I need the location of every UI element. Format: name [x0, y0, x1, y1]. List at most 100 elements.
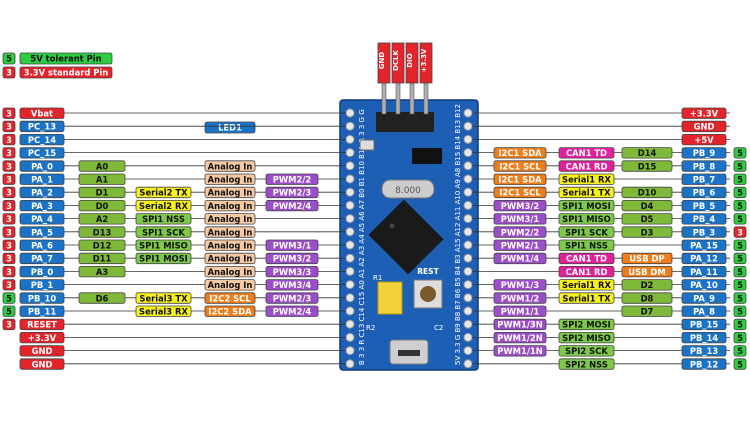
pin-name-label: PA_1	[31, 174, 53, 184]
pin-name: PB_12	[681, 358, 727, 370]
pin-name: +3.3V	[681, 107, 727, 119]
can-function-label: CAN1 RD	[566, 161, 608, 171]
pin-name-label: PB_3	[693, 227, 716, 237]
board-pad-right	[463, 148, 473, 158]
analog-function: Analog In	[204, 199, 256, 212]
tolerance-badge: 3	[2, 107, 16, 119]
tolerance-badge-label: 3	[6, 201, 12, 211]
legend-standard-badge-label: 3	[6, 68, 12, 78]
tolerance-badge-label: 5	[737, 280, 743, 290]
board-pad-right	[463, 121, 473, 131]
serial-function-bg	[135, 305, 192, 317]
legend-standard-badge-bg	[2, 66, 16, 79]
header-pin-gnd: GND	[377, 42, 391, 115]
spi-function: SPI1 MISO	[558, 213, 615, 225]
tolerance-badge-label: 3	[6, 254, 12, 264]
tolerance-badge: 3	[2, 265, 16, 278]
pwm-function: PWM2/2	[493, 226, 547, 238]
pwm-function: PWM1/2N	[493, 331, 547, 344]
alt-function-label: A2	[96, 214, 108, 224]
pin-name-bg	[681, 345, 727, 357]
pwm-function-label: PWM1/3	[501, 280, 540, 290]
pwm-function-label: PWM3/4	[273, 280, 312, 290]
i2c-function-bg	[493, 160, 547, 172]
usb-function: USB DM	[621, 265, 673, 278]
pin-name: PA_3	[19, 199, 65, 212]
analog-function-label: Analog In	[208, 214, 253, 224]
alt-function-label: D0	[96, 201, 109, 211]
tolerance-badge-bg	[2, 107, 16, 119]
pin-name-label: PB_14	[690, 333, 719, 343]
alt-function-bg	[78, 252, 126, 265]
pwm-function-bg	[265, 252, 319, 265]
boot-jumpers[interactable]	[377, 281, 403, 315]
can-function: CAN1 TD	[558, 252, 615, 265]
tolerance-badge: 5	[733, 318, 747, 331]
tolerance-badge-bg	[2, 226, 16, 238]
tolerance-badge: 5	[733, 292, 747, 304]
analog-function-bg	[204, 160, 256, 172]
i2c-function-bg	[493, 173, 547, 185]
board-pad-left	[345, 187, 355, 197]
spi-function-bg	[558, 226, 615, 238]
spi-function-bg	[558, 199, 615, 212]
reset-button-cap[interactable]	[420, 286, 436, 302]
tolerance-badge: 3	[2, 147, 16, 159]
mcu-dot	[389, 223, 395, 229]
tolerance-badge-bg	[2, 173, 16, 185]
tolerance-badge-bg	[2, 305, 16, 317]
pin-name: GND	[19, 358, 65, 370]
board-pad-right	[463, 293, 473, 303]
spi-function: SPI1 MOSI	[558, 199, 615, 212]
tolerance-badge-label: 5	[737, 359, 743, 369]
alt-function-label: D10	[638, 188, 657, 198]
spi-function-label: SPI1 MISO	[139, 240, 188, 250]
spi-function: SPI1 NSS	[135, 213, 192, 225]
pin-name-bg	[681, 107, 727, 119]
alt-function-label: D13	[93, 227, 112, 237]
spi-function: SPI1 SCK	[135, 226, 192, 238]
pin-name-label: PA_9	[693, 293, 715, 303]
tolerance-badge-bg	[2, 292, 16, 304]
alt-function: D15	[621, 160, 673, 172]
header-pin-dio: DIO	[405, 42, 419, 115]
board-pad-left	[345, 121, 355, 131]
crystal	[381, 179, 435, 199]
alt-function: D12	[78, 239, 126, 251]
reset-label: REST	[417, 267, 439, 276]
pwm-function: PWM1/1	[493, 305, 547, 317]
alt-function-label: D15	[638, 161, 657, 171]
legend-standard-label-bg	[19, 66, 113, 79]
usb-function-label: USB DM	[628, 267, 665, 277]
alt-function: A1	[78, 173, 126, 185]
board-pad-right	[463, 227, 473, 237]
alt-function-label: A0	[96, 161, 108, 171]
pwm-function-bg	[265, 265, 319, 278]
tolerance-badge-label: 3	[6, 320, 12, 330]
legend-tolerant-label-label: 5V tolerant Pin	[30, 54, 101, 64]
tolerance-badge-bg	[2, 186, 16, 199]
tolerance-badge: 3	[2, 279, 16, 291]
tolerance-badge-label: 5	[737, 148, 743, 158]
board-pad-left	[345, 214, 355, 224]
spi-function-bg	[558, 345, 615, 357]
tolerance-badge-bg	[2, 133, 16, 146]
pwm-function-bg	[265, 279, 319, 291]
spi-function: SPI2 MOSI	[558, 318, 615, 331]
pin-name-label: PB_12	[690, 359, 719, 369]
tolerance-badge: 5	[733, 252, 747, 265]
pwm-function-bg	[265, 292, 319, 304]
alt-function: A0	[78, 160, 126, 172]
pwm-function-label: PWM3/2	[501, 201, 540, 211]
pin-name-bg	[19, 133, 65, 146]
pin-name-bg	[681, 160, 727, 172]
tolerance-badge: 5	[733, 345, 747, 357]
board-pad-right	[463, 161, 473, 171]
pin-name-label: PB_10	[28, 293, 57, 303]
pin-name: Vbat	[19, 107, 65, 119]
tolerance-badge: 3	[2, 160, 16, 172]
pwm-function-bg	[493, 252, 547, 265]
header-label-bg	[419, 42, 433, 84]
header-label: GND	[378, 52, 386, 70]
